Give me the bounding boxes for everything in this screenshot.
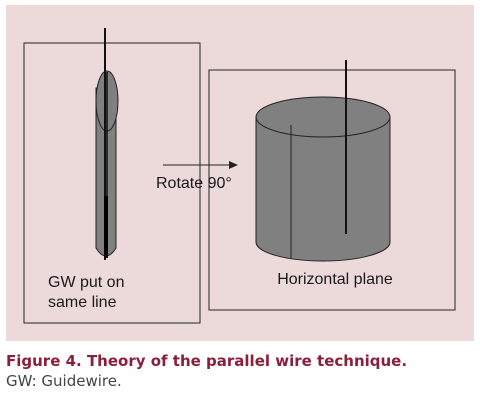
figure-panel (6, 5, 474, 341)
left-frame (23, 42, 201, 324)
caption-note: GW: Guidewire. (6, 372, 122, 390)
left-panel-label: GW put on same line (48, 273, 168, 313)
rotate-label: Rotate 90° (156, 175, 232, 192)
left-panel-label-line1: GW put on (48, 274, 125, 291)
right-panel-label: Horizontal plane (277, 271, 393, 288)
cylinder-top (255, 96, 391, 138)
diagram (23, 28, 456, 324)
rotate-arrow-head (229, 161, 238, 169)
cylinder-body (255, 116, 391, 262)
figure-caption: Figure 4. Theory of the parallel wire te… (6, 351, 474, 391)
caption-title: Figure 4. Theory of the parallel wire te… (6, 352, 408, 370)
left-panel-label-line2: same line (48, 294, 117, 311)
right-frame (208, 69, 456, 311)
